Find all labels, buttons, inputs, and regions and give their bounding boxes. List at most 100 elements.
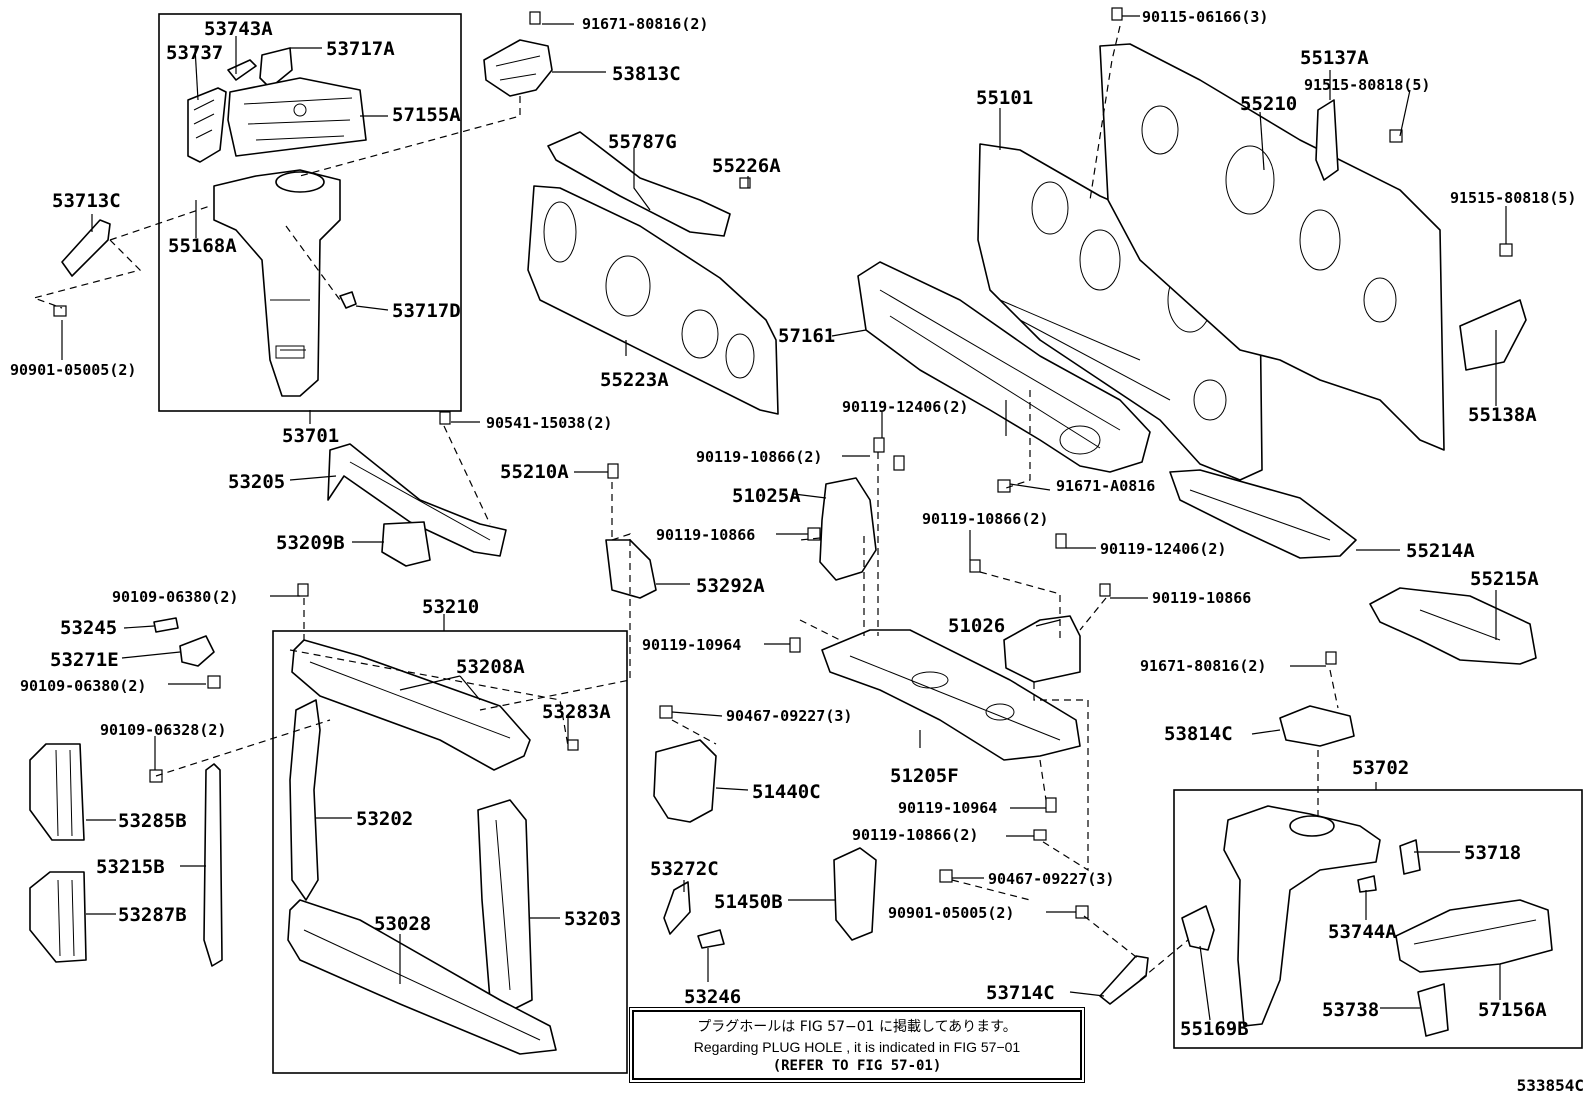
label-90119-10866-bottom: 90119-10866(2) (852, 826, 978, 844)
label-90119-10964-bottom: 90119-10964 (898, 799, 997, 817)
note-refer-link[interactable]: (REFER TO FIG 57-01) (772, 1058, 942, 1074)
part-55168A (213, 169, 341, 397)
alignment-lines (31, 25, 1339, 981)
label-51450B: 51450B (714, 891, 783, 913)
bolt-icon (1389, 129, 1403, 143)
label-53814C: 53814C (1164, 723, 1233, 745)
label-55215A: 55215A (1470, 568, 1539, 590)
label-91515-80818-right: 91515-80818(5) (1450, 189, 1576, 207)
part-55137A (1315, 99, 1339, 181)
part-53737 (187, 87, 227, 163)
figure-code: 533854C (1516, 1076, 1584, 1095)
part-53271E (179, 635, 215, 667)
label-53210: 53210 (422, 596, 479, 618)
bolt-icon (53, 305, 67, 317)
label-53285B: 53285B (118, 810, 187, 832)
label-53714C: 53714C (986, 982, 1055, 1004)
part-57161 (857, 261, 1151, 473)
label-53028: 53028 (374, 913, 431, 935)
label-51440C: 51440C (752, 781, 821, 803)
bolt-icon (969, 559, 981, 573)
bolt-icon (939, 869, 953, 883)
label-55214A: 55214A (1406, 540, 1475, 562)
label-90467-09227-top: 90467-09227(3) (726, 707, 852, 725)
label-90119-10866-far: 90119-10866 (1152, 589, 1251, 607)
label-55210: 55210 (1240, 93, 1297, 115)
part-51025A (819, 477, 877, 581)
label-53738: 53738 (1322, 999, 1379, 1021)
note-english: Regarding PLUG HOLE , it is indicated in… (693, 1039, 1021, 1055)
part-53702-fender (1223, 805, 1381, 1027)
label-53813C: 53813C (612, 63, 681, 85)
label-55223A: 55223A (600, 369, 669, 391)
label-53717A: 53717A (326, 38, 395, 60)
part-53203 (477, 799, 533, 1011)
part-53813C (483, 39, 553, 97)
part-53287B (29, 871, 87, 963)
label-53737: 53737 (166, 42, 223, 64)
label-90109-06380-bottom: 90109-06380(2) (20, 677, 146, 695)
label-90901-05005-right: 90901-05005(2) (888, 904, 1014, 922)
part-55138A (1459, 299, 1527, 371)
bolt-icons (53, 7, 1513, 919)
part-53744A (1357, 875, 1377, 893)
label-90467-09227-bottom: 90467-09227(3) (988, 870, 1114, 888)
label-57155A: 57155A (392, 104, 461, 126)
bolt-icon (567, 739, 579, 751)
label-51025A: 51025A (732, 485, 801, 507)
label-51026: 51026 (948, 615, 1005, 637)
label-90119-12406-right: 90119-12406(2) (1100, 540, 1226, 558)
label-53292A: 53292A (696, 575, 765, 597)
part-53717D (339, 291, 357, 309)
part-53292A (605, 539, 657, 599)
label-53702: 53702 (1352, 757, 1409, 779)
part-51026 (1003, 615, 1081, 683)
bolt-icon (789, 637, 801, 653)
bolt-icon (1111, 7, 1123, 21)
part-53714C (1099, 955, 1149, 1005)
label-53287B: 53287B (118, 904, 187, 926)
part-53028 (287, 899, 557, 1055)
part-55787G (547, 131, 731, 237)
label-53271E: 53271E (50, 649, 119, 671)
bolt-icon (739, 177, 751, 189)
label-90119-10866-top: 90119-10866(2) (696, 448, 822, 466)
bolt-icon (607, 463, 619, 479)
part-53215B (203, 763, 223, 967)
label-55226A: 55226A (712, 155, 781, 177)
part-57156A (1395, 899, 1553, 973)
label-90901-05005-left: 90901-05005(2) (10, 361, 136, 379)
bolt-icon (1075, 905, 1089, 919)
label-53744A: 53744A (1328, 921, 1397, 943)
label-91671-80816-top: 91671-80816(2) (582, 15, 708, 33)
bolt-icon (893, 455, 905, 471)
label-55137A: 55137A (1300, 47, 1369, 69)
part-53245 (153, 617, 179, 633)
label-55101: 55101 (976, 87, 1033, 109)
part-53272C (663, 881, 691, 935)
bolt-icon (529, 11, 541, 25)
label-53713C: 53713C (52, 190, 121, 212)
label-53246: 53246 (684, 986, 741, 1008)
part-55169B (1181, 905, 1215, 951)
label-55138A: 55138A (1468, 404, 1537, 426)
part-53205 (327, 443, 507, 557)
label-53203: 53203 (564, 908, 621, 930)
part-51205F (821, 629, 1081, 761)
part-53717A (259, 47, 293, 89)
part-53208A (291, 639, 531, 771)
part-51440C (653, 739, 717, 823)
part-55223A (527, 185, 779, 415)
label-53208A: 53208A (456, 656, 525, 678)
part-55214A (1169, 469, 1357, 559)
part-55210 (1099, 43, 1445, 451)
label-53209B: 53209B (276, 532, 345, 554)
part-53738 (1417, 983, 1449, 1037)
label-55168A: 55168A (168, 235, 237, 257)
part-53743A (227, 59, 257, 81)
label-90109-06380-top: 90109-06380(2) (112, 588, 238, 606)
label-91671-A0816: 91671-A0816 (1056, 477, 1155, 495)
bolt-icon (873, 437, 885, 453)
label-90115-06166: 90115-06166(3) (1142, 8, 1268, 26)
label-53283A: 53283A (542, 701, 611, 723)
